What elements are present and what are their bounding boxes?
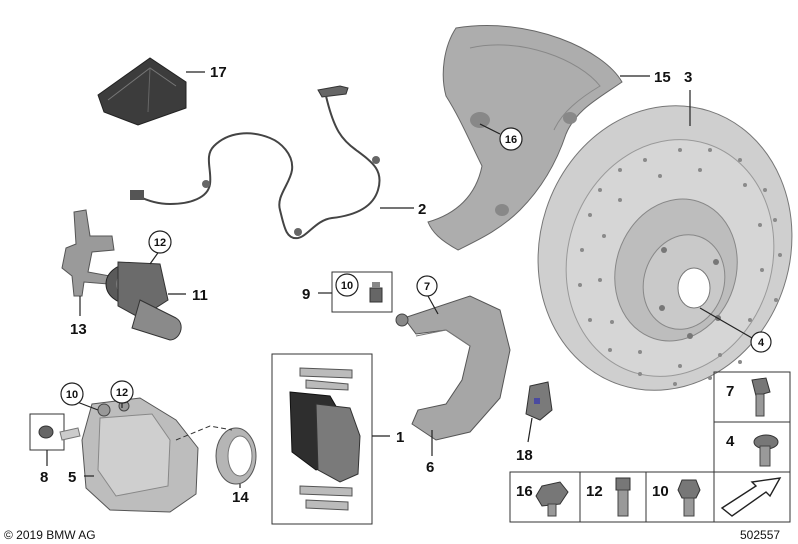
bolt-4 [753,434,779,467]
svg-text:16: 16 [505,134,517,146]
leader-16 [479,123,501,135]
table-label-7: 7 [726,383,734,400]
label-14: 14 [232,489,249,506]
label-17: 17 [210,64,227,81]
label-3: 3 [684,69,692,86]
part-3-brake-disc [537,105,793,391]
label-6: 6 [426,459,434,476]
label-1: 1 [396,429,404,446]
svg-text:7: 7 [424,281,430,293]
part-15-dust-shield [427,25,623,251]
bolt-10 [677,479,701,517]
table-label-12: 12 [586,483,603,500]
svg-text:4: 4 [758,337,765,349]
table-label-10: 10 [652,483,669,500]
box-9 [331,271,393,313]
part-14-seal-ring [215,427,257,485]
label-8: 8 [40,469,48,486]
label-18: 18 [516,447,533,464]
leader-4 [699,307,753,339]
box-1 [271,353,373,525]
circled-label-10-caliper: 10 [60,382,84,406]
svg-text:12: 12 [116,387,128,399]
label-11: 11 [192,287,208,304]
bolt-7 [751,377,771,417]
leader-7 [427,295,439,315]
part-1-brake-pads [289,367,361,511]
label-13: 13 [70,321,87,338]
label-5: 5 [68,469,76,486]
circled-label-12-caliper: 12 [110,380,134,404]
circled-label-4: 4 [750,331,772,353]
label-15: 15 [654,69,671,86]
circled-label-7: 7 [416,275,438,297]
dash-line [175,425,233,441]
hardware-table [509,371,791,523]
svg-text:10: 10 [341,280,353,292]
svg-text:10: 10 [66,389,78,401]
circled-label-10-box: 10 [335,273,359,297]
part-10-bleed-screw [369,282,383,303]
part-18-clip [525,381,553,421]
label-2: 2 [418,201,426,218]
part-5-caliper [81,397,199,513]
leader-18 [527,417,533,443]
part-11-motor [105,261,182,341]
table-label-16: 16 [516,483,533,500]
bolt-12 [615,477,631,517]
svg-text:12: 12 [154,237,166,249]
circled-label-16: 16 [499,127,523,151]
direction-arrow-icon [720,477,782,517]
copyright-text: © 2019 BMW AG [4,528,96,542]
part-2-wear-sensor [130,85,381,240]
nut-16 [535,481,569,517]
part-6-caliper-carrier [395,295,511,441]
table-label-4: 4 [726,433,735,450]
circled-label-12-motor: 12 [148,230,172,254]
part-17-cover [97,57,187,126]
diagram-id: 502557 [740,528,780,542]
part-8-cap [38,425,81,441]
label-9: 9 [302,286,310,303]
